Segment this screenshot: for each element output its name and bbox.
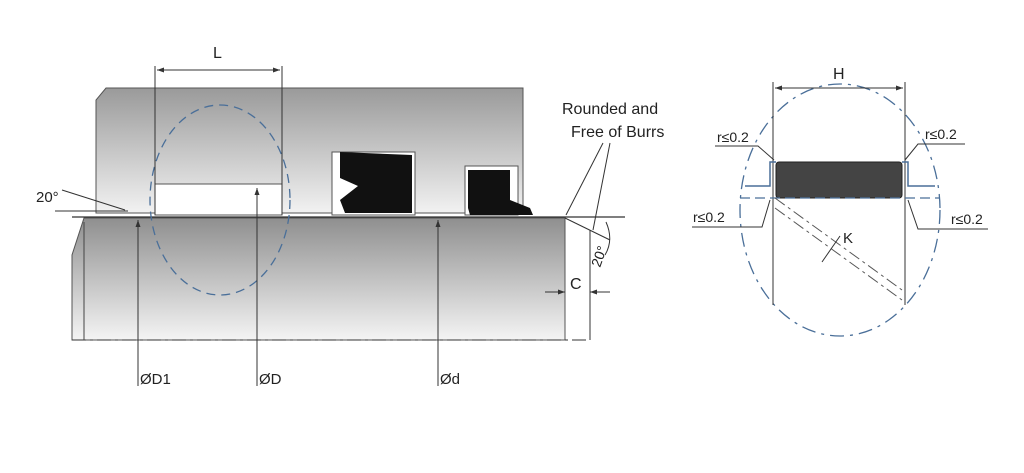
- label-angle-right: 20°: [588, 244, 610, 269]
- label-angle-left: 20°: [36, 189, 59, 206]
- label-D1: ØD1: [140, 371, 171, 388]
- label-r-bottom-left: r≤0.2: [693, 209, 725, 225]
- note-line2: Free of Burrs: [571, 124, 664, 141]
- u-cup-seal: [340, 152, 412, 213]
- housing-section: [95, 87, 524, 216]
- detail-view: H K r≤0.2 r≤0.2 r≤0.2 r≤0.2: [692, 66, 988, 337]
- label-r-bottom-right: r≤0.2: [951, 211, 983, 227]
- diameter-dimensions: ØD1 ØD Ød: [135, 188, 460, 388]
- label-r-top-right: r≤0.2: [925, 126, 957, 142]
- label-r-top-left: r≤0.2: [717, 129, 749, 145]
- label-D: ØD: [259, 371, 282, 388]
- angle-left: 20°: [36, 189, 128, 212]
- label-C: C: [570, 276, 582, 293]
- label-L: L: [213, 45, 222, 62]
- angle-right: 20°: [564, 217, 611, 340]
- wiper-seal: [468, 170, 533, 215]
- dimension-C: C: [545, 276, 610, 295]
- label-H: H: [833, 66, 845, 83]
- detail-circle: [149, 104, 291, 296]
- detail-circle-right: [739, 83, 941, 337]
- oring-groove: [154, 183, 283, 216]
- label-d: Ød: [440, 371, 460, 388]
- dimension-L: L: [154, 45, 283, 215]
- note-line1: Rounded and: [562, 101, 658, 118]
- rod-section: [71, 216, 625, 341]
- seal-cross-section: [775, 161, 903, 199]
- burr-note: Rounded and Free of Burrs: [562, 101, 664, 231]
- label-K: K: [843, 230, 853, 247]
